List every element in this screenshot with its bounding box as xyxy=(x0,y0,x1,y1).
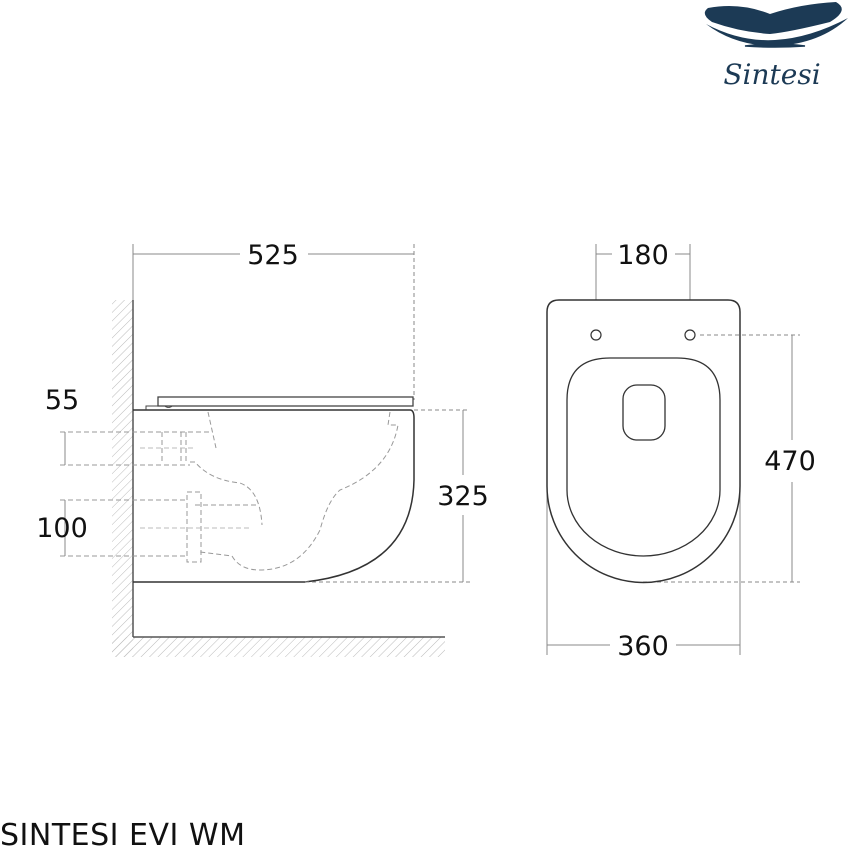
dim-180-label: 180 xyxy=(617,240,669,271)
dimension-lines xyxy=(64,244,800,655)
bowl-top-outline xyxy=(546,299,741,584)
bowl-drain xyxy=(622,384,666,441)
dim-525-label: 525 xyxy=(247,240,299,271)
svg-text:Sintesi: Sintesi xyxy=(723,58,820,91)
bowl-outline xyxy=(133,409,415,583)
dim-55-label: 55 xyxy=(45,385,79,416)
dim-470-label: 470 xyxy=(764,446,816,477)
side-view xyxy=(60,300,445,657)
wall-hatch xyxy=(112,300,133,657)
dim-360-label: 360 xyxy=(617,631,669,662)
product-title: SINTESI EVI WM xyxy=(0,818,246,853)
fixing-hole-left xyxy=(590,329,602,341)
sintesi-logo: Sintesi xyxy=(704,2,848,91)
fixing-hole-right xyxy=(684,329,696,341)
dim-100-label: 100 xyxy=(36,513,88,544)
dim-325-label: 325 xyxy=(437,481,489,512)
floor-hatch xyxy=(112,637,445,657)
seat-opening xyxy=(566,357,721,557)
top-view xyxy=(546,299,741,584)
seat-lid xyxy=(157,396,414,407)
internal-trap xyxy=(60,411,399,571)
